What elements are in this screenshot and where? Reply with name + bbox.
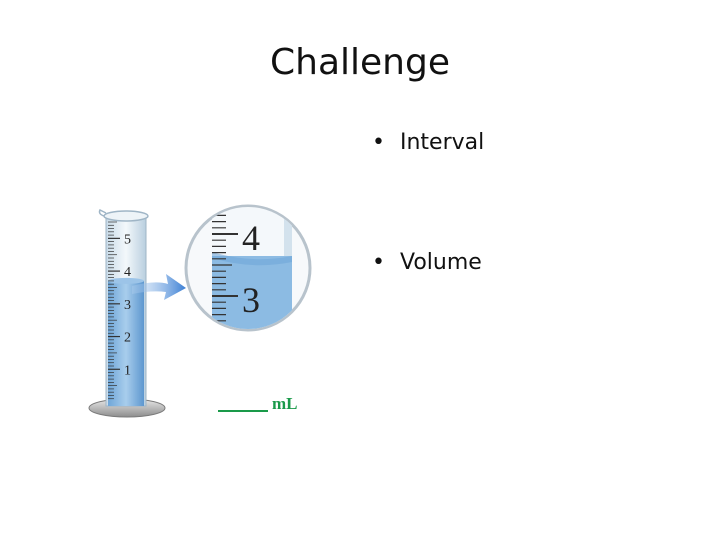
cylinder-meniscus	[108, 277, 144, 284]
cylinder-scale-label: 1	[124, 363, 131, 378]
bullet-dot-icon: •	[372, 130, 385, 155]
magnifier-scale	[212, 214, 238, 322]
cylinder-rim	[103, 210, 149, 222]
cylinder-scale-labels: 5 4 3 2 1	[124, 232, 131, 378]
magnifier-label-3: 3	[242, 280, 260, 320]
cylinder-scale	[108, 221, 120, 400]
bullet-volume-label: Volume	[400, 250, 482, 275]
magnifier-liquid	[212, 256, 292, 329]
graduated-cylinder-figure: 5 4 3 2 1 4 3	[80, 200, 340, 430]
magnifier-label-4: 4	[242, 218, 260, 258]
cylinder-illustration: 5 4 3 2 1 4 3	[88, 204, 312, 418]
slide-title: Challenge	[270, 42, 450, 83]
magnify-arrow-icon	[132, 274, 186, 300]
cylinder-scale-label: 5	[124, 232, 131, 247]
bullet-volume: • Volume	[372, 250, 484, 370]
bullet-dot-icon: •	[372, 250, 385, 275]
cylinder-spout	[98, 208, 107, 217]
answer-blank	[218, 392, 268, 412]
answer-unit-label: mL	[272, 394, 298, 413]
cylinder-scale-label: 2	[124, 331, 131, 346]
bullet-list: • Interval • Volume	[372, 130, 484, 370]
bullet-interval-label: Interval	[400, 130, 485, 155]
cylinder-scale-label: 3	[124, 298, 131, 313]
magnifier-meniscus	[212, 252, 292, 266]
bullet-interval: • Interval	[372, 130, 484, 250]
cylinder-scale-label: 4	[124, 265, 131, 280]
cylinder-liquid	[108, 280, 144, 406]
